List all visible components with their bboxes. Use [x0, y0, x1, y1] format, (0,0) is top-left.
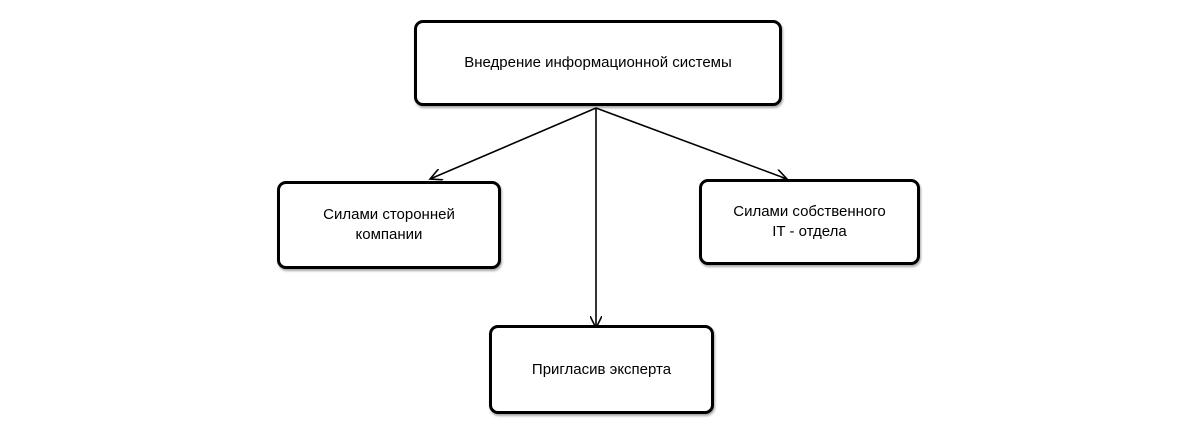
own-it-department-label: Силами собственного IT - отдела [733, 203, 886, 240]
root-node-label: Внедрение информационной системы [464, 54, 732, 71]
invite-expert-label: Пригласив эксперта [531, 360, 672, 378]
invite-expert-box: Пригласив эксперта [489, 325, 714, 414]
third-party-company-box: Силами сторонней компании [277, 181, 501, 269]
arrow-to-right-box [595, 107, 787, 179]
root-node-box: Внедрение информационной системы [414, 20, 782, 106]
own-it-department-box: Силами собственного IT - отдела [699, 179, 920, 265]
third-party-company-label: Силами сторонней компании [323, 206, 455, 243]
arrow-to-left-box [430, 107, 597, 179]
